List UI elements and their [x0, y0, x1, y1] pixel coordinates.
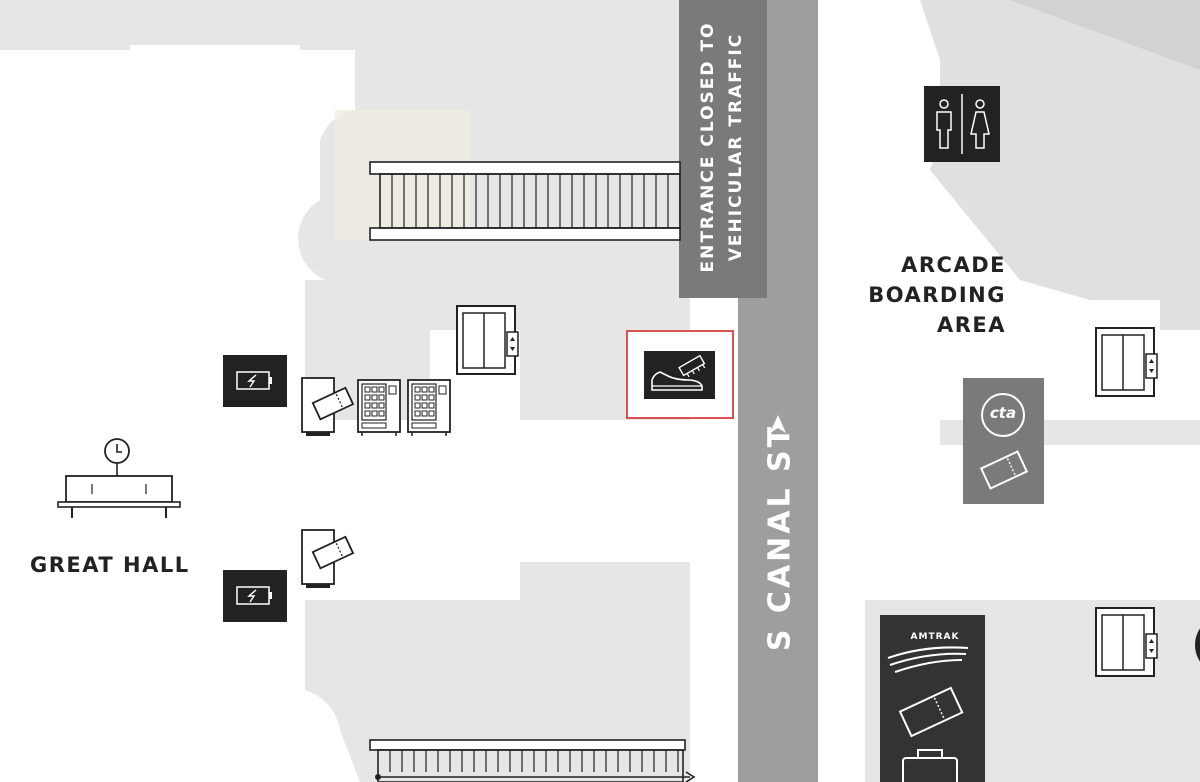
- vending-slot: [371, 410, 378, 417]
- stairs-top: [369, 161, 681, 241]
- vending-slot: [364, 410, 371, 417]
- vending-slot: [428, 386, 435, 393]
- vending-slot: [428, 410, 435, 417]
- vending-slot: [428, 394, 435, 401]
- floor-areas: [0, 0, 690, 782]
- vending-slot: [414, 386, 421, 393]
- vending-machine-icon: [407, 379, 451, 436]
- floor-hall-lower: [305, 562, 690, 782]
- clock-icon: [104, 438, 130, 476]
- amtrak-ticket-icon: [898, 686, 964, 738]
- partial-icon-edge: [1195, 628, 1200, 662]
- bench-icon: [57, 475, 181, 518]
- shoe-shine-icon: [644, 351, 715, 399]
- north-arrow-icon: [770, 415, 786, 433]
- arcade-label-line1: ARCADE: [901, 253, 1006, 277]
- vending-slot: [371, 394, 378, 401]
- elevator-icon: [456, 305, 519, 375]
- restroom-icon: [924, 86, 1000, 162]
- vending-slot: [378, 394, 385, 401]
- great-hall-label: GREAT HALL: [30, 553, 190, 577]
- vending-slot: [364, 394, 371, 401]
- cta-label: cta: [989, 404, 1017, 422]
- elevator-icon: [1095, 607, 1158, 677]
- arcade-floor-top: [920, 0, 1200, 330]
- vending-slot: [421, 402, 428, 409]
- street-name-label: S CANAL ST: [762, 423, 798, 652]
- vending-slot: [364, 386, 371, 393]
- vending-slot: [371, 386, 378, 393]
- vending-slot: [378, 402, 385, 409]
- floor-hall-upper: [305, 280, 690, 420]
- baggage-icon: [902, 749, 958, 782]
- stairs-bottom: [369, 739, 696, 782]
- amtrak-sign: [880, 615, 985, 782]
- vending-slot: [414, 394, 421, 401]
- arcade-label-line3: AREA: [936, 313, 1006, 337]
- vending-slot: [378, 410, 385, 417]
- vending-slot: [428, 402, 435, 409]
- charging-station-icon: [223, 355, 287, 407]
- entrance-notice-line2: VEHICULAR TRAFFIC: [726, 32, 746, 262]
- ticket-machine-icon: [301, 529, 355, 588]
- cta-ticket-icon: [979, 450, 1029, 490]
- vending-slot: [414, 410, 421, 417]
- vending-slot: [421, 386, 428, 393]
- amtrak-logo-icon: [887, 646, 969, 673]
- vending-slot: [371, 402, 378, 409]
- elevator-icon: [1095, 327, 1158, 397]
- arcade-label-line2: BOARDING: [868, 283, 1006, 307]
- cta-sign: [963, 378, 1044, 504]
- arcade-floor-top-right: [1010, 0, 1200, 70]
- floor-yellow-tint: [335, 110, 470, 240]
- ticket-machine-icon: [301, 377, 355, 436]
- charging-station-icon: [223, 570, 287, 622]
- vending-slot: [421, 410, 428, 417]
- shoe-shine-highlight[interactable]: [626, 330, 734, 419]
- arcade-boarding-area-label: ARCADE BOARDING AREA: [850, 250, 1006, 340]
- vending-slot: [421, 394, 428, 401]
- vending-machine-icon: [357, 379, 401, 436]
- vending-slot: [414, 402, 421, 409]
- street-sign-entrance: [679, 0, 767, 298]
- entrance-notice-line1: ENTRANCE CLOSED TO: [698, 21, 718, 273]
- vending-slot: [364, 402, 371, 409]
- vending-slot: [378, 386, 385, 393]
- amtrak-label: AMTRAK: [910, 632, 960, 642]
